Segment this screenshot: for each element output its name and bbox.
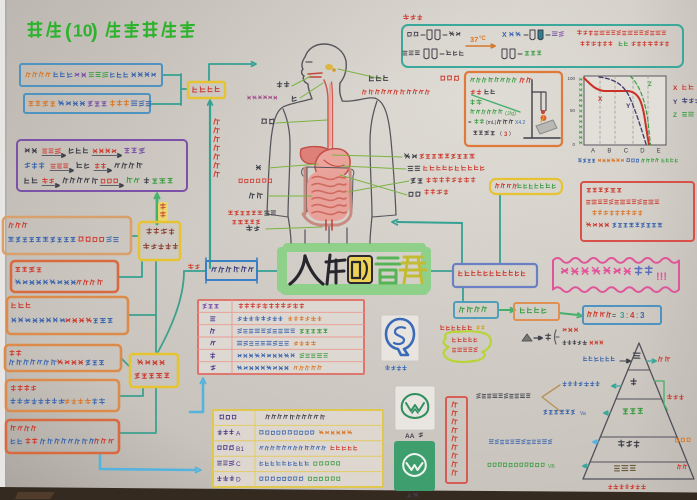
svg-text:C: C (236, 461, 241, 468)
svg-text::: : (626, 311, 628, 320)
svg-text:3: 3 (640, 311, 645, 320)
svg-text:10: 10 (73, 21, 93, 41)
svg-text:X: X (673, 85, 678, 92)
svg-text:Z: Z (648, 82, 652, 88)
svg-text:X: X (502, 32, 507, 39)
svg-text:X: X (598, 96, 603, 103)
svg-text:3: 3 (620, 311, 625, 320)
svg-text:A: A (591, 149, 595, 155)
svg-text:(: ( (500, 131, 502, 137)
svg-text:=: = (612, 313, 616, 320)
svg-text:D: D (236, 477, 241, 484)
svg-text:4: 4 (630, 311, 635, 320)
svg-text:(: ( (65, 21, 72, 43)
svg-text:B1: B1 (236, 446, 244, 453)
svg-text:°C: °C (479, 36, 486, 42)
svg-text:50: 50 (570, 108, 576, 113)
svg-text:Va: Va (580, 411, 586, 417)
svg-text:Z: Z (673, 112, 677, 119)
svg-text:!!!: !!! (656, 271, 667, 283)
svg-text:(mL): (mL) (486, 120, 497, 126)
svg-text::: : (636, 311, 638, 320)
svg-text:): ) (91, 21, 98, 43)
svg-text:AA: AA (405, 433, 415, 440)
svg-text:Y: Y (673, 99, 678, 106)
svg-text:Y: Y (626, 103, 631, 110)
svg-text:E: E (657, 149, 661, 155)
svg-text:X4.2: X4.2 (515, 120, 526, 126)
svg-text:): ) (509, 131, 511, 137)
svg-text:37: 37 (470, 35, 478, 44)
svg-text:100: 100 (567, 76, 575, 81)
svg-text:D: D (640, 149, 645, 155)
svg-text:B: B (607, 149, 611, 155)
svg-text:(J/g): (J/g) (505, 111, 516, 117)
svg-text:A: A (407, 493, 412, 500)
svg-text:3: 3 (504, 132, 508, 138)
svg-text:=: = (468, 120, 472, 126)
svg-text:C: C (624, 149, 629, 155)
svg-text:A: A (236, 430, 241, 437)
svg-text:0: 0 (572, 142, 575, 147)
svg-text:VB: VB (548, 464, 555, 470)
